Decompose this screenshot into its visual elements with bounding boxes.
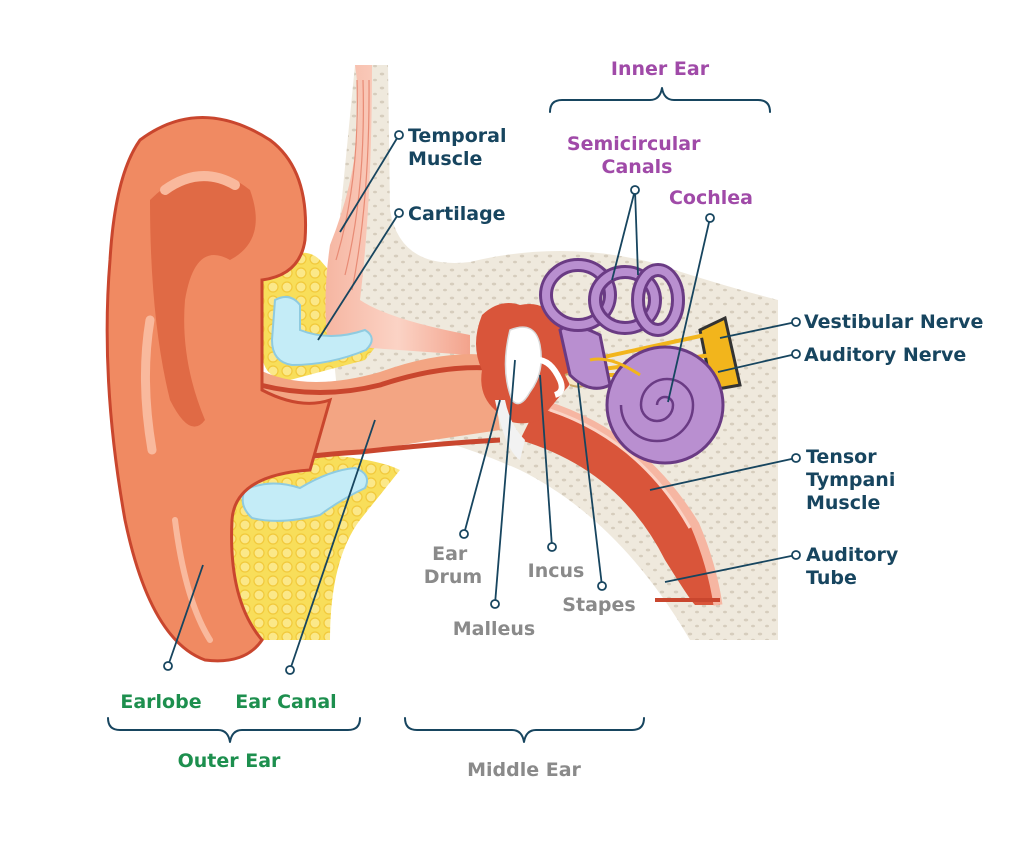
label-outer-ear: Outer Ear	[178, 750, 281, 772]
label-cartilage: Cartilage	[408, 203, 506, 225]
label-malleus: Malleus	[453, 618, 535, 640]
label-inner-ear: Inner Ear	[611, 58, 710, 80]
label-auditory-tube: Auditory Tube	[806, 544, 905, 589]
outer-ear-brace	[107, 717, 361, 743]
leader-lines	[163, 130, 801, 675]
label-incus: Incus	[528, 560, 585, 582]
label-ear-canal: Ear Canal	[235, 691, 336, 713]
label-cochlea: Cochlea	[669, 187, 753, 209]
label-earlobe: Earlobe	[120, 691, 201, 713]
label-middle-ear: Middle Ear	[467, 759, 581, 781]
inner-ear-organs	[539, 258, 742, 465]
temporal-muscle	[325, 65, 470, 355]
cartilage-tissue	[241, 295, 373, 522]
label-temporal-muscle: Temporal Muscle	[408, 125, 513, 170]
inner-ear-brace	[549, 87, 771, 113]
label-ear-drum: Ear Drum	[424, 543, 482, 588]
label-tensor-tympani-muscle: Tensor Tympani Muscle	[806, 446, 902, 514]
label-auditory-nerve: Auditory Nerve	[804, 344, 966, 366]
auditory-tube-structure	[520, 400, 723, 606]
middle-ear-brace	[404, 717, 645, 743]
label-vestibular-nerve: Vestibular Nerve	[804, 311, 983, 333]
label-semicircular-canals: Semicircular Canals	[567, 133, 707, 178]
outer-ear-pinna	[105, 116, 333, 663]
label-stapes: Stapes	[562, 594, 635, 616]
